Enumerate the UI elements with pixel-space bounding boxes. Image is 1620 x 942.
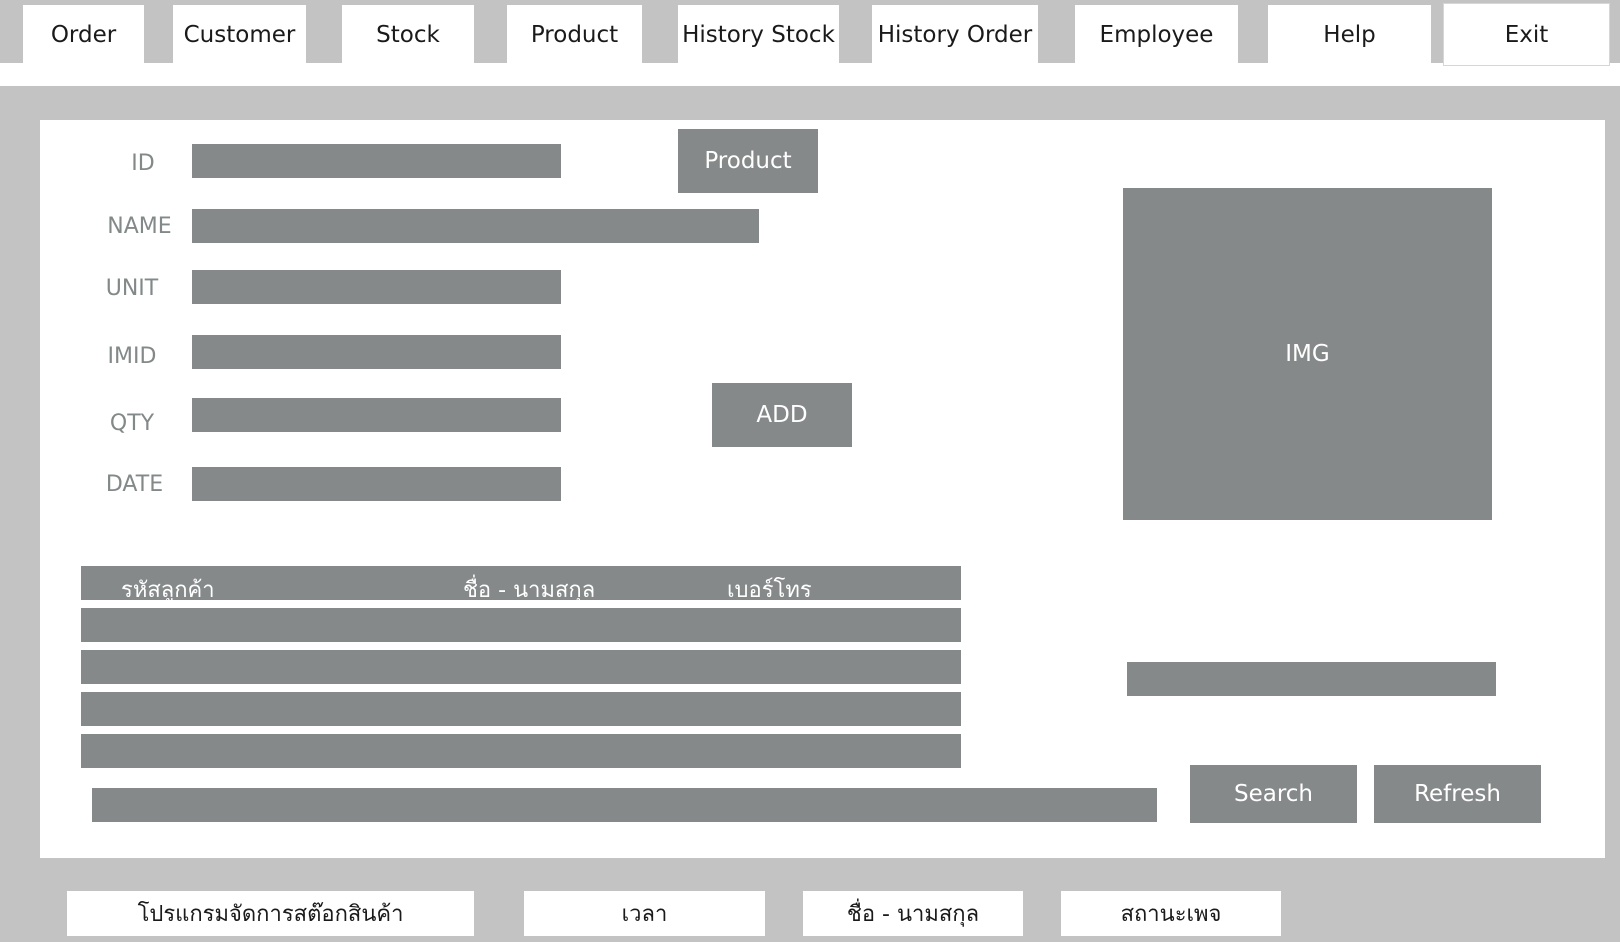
name-field[interactable] [192, 209, 759, 243]
table-row[interactable] [81, 608, 961, 642]
header-phone: เบอร์โทร [727, 578, 812, 603]
imid-field[interactable] [192, 335, 561, 369]
qty-field[interactable] [192, 398, 561, 432]
refresh-button[interactable]: Refresh [1374, 765, 1541, 823]
header-customer-id: รหัสลูกค้า [121, 578, 215, 603]
tab-exit[interactable]: Exit [1443, 3, 1610, 66]
tab-help[interactable]: Help [1268, 5, 1431, 65]
status-program-name: โปรแกรมจัดการสต๊อกสินค้า [67, 891, 474, 936]
name-label: NAME [107, 214, 172, 239]
header-full-name: ชื่อ - นามสกุล [463, 578, 596, 603]
status-user-name: ชื่อ - นามสกุล [803, 891, 1023, 936]
add-button[interactable]: ADD [712, 383, 852, 447]
unit-field[interactable] [192, 270, 561, 304]
status-page-state: สถานะเพจ [1061, 891, 1281, 936]
id-field[interactable] [192, 144, 561, 178]
tab-customer[interactable]: Customer [173, 5, 306, 65]
tab-order[interactable]: Order [23, 5, 144, 65]
tab-stock[interactable]: Stock [342, 5, 474, 65]
tab-bar-strip [0, 63, 1620, 86]
id-label: ID [131, 151, 155, 176]
bottom-input[interactable] [92, 788, 1157, 822]
search-button[interactable]: Search [1190, 765, 1357, 823]
product-image: IMG [1123, 188, 1492, 520]
table-header: รหัสลูกค้า ชื่อ - นามสกุล เบอร์โทร [81, 566, 961, 603]
tab-history-order[interactable]: History Order [872, 5, 1038, 65]
tab-employee[interactable]: Employee [1075, 5, 1238, 65]
tab-product[interactable]: Product [507, 5, 642, 65]
search-input[interactable] [1127, 662, 1496, 696]
qty-label: QTY [109, 411, 155, 436]
imid-label: IMID [107, 344, 157, 369]
date-field[interactable] [192, 467, 561, 501]
date-label: DATE [105, 472, 164, 497]
image-placeholder-label: IMG [1285, 341, 1330, 367]
product-button[interactable]: Product [678, 129, 818, 193]
unit-label: UNIT [105, 276, 159, 301]
tab-history-stock[interactable]: History Stock [678, 5, 839, 65]
table-row[interactable] [81, 692, 961, 726]
table-row[interactable] [81, 734, 961, 768]
table-row[interactable] [81, 650, 961, 684]
status-time: เวลา [524, 891, 765, 936]
